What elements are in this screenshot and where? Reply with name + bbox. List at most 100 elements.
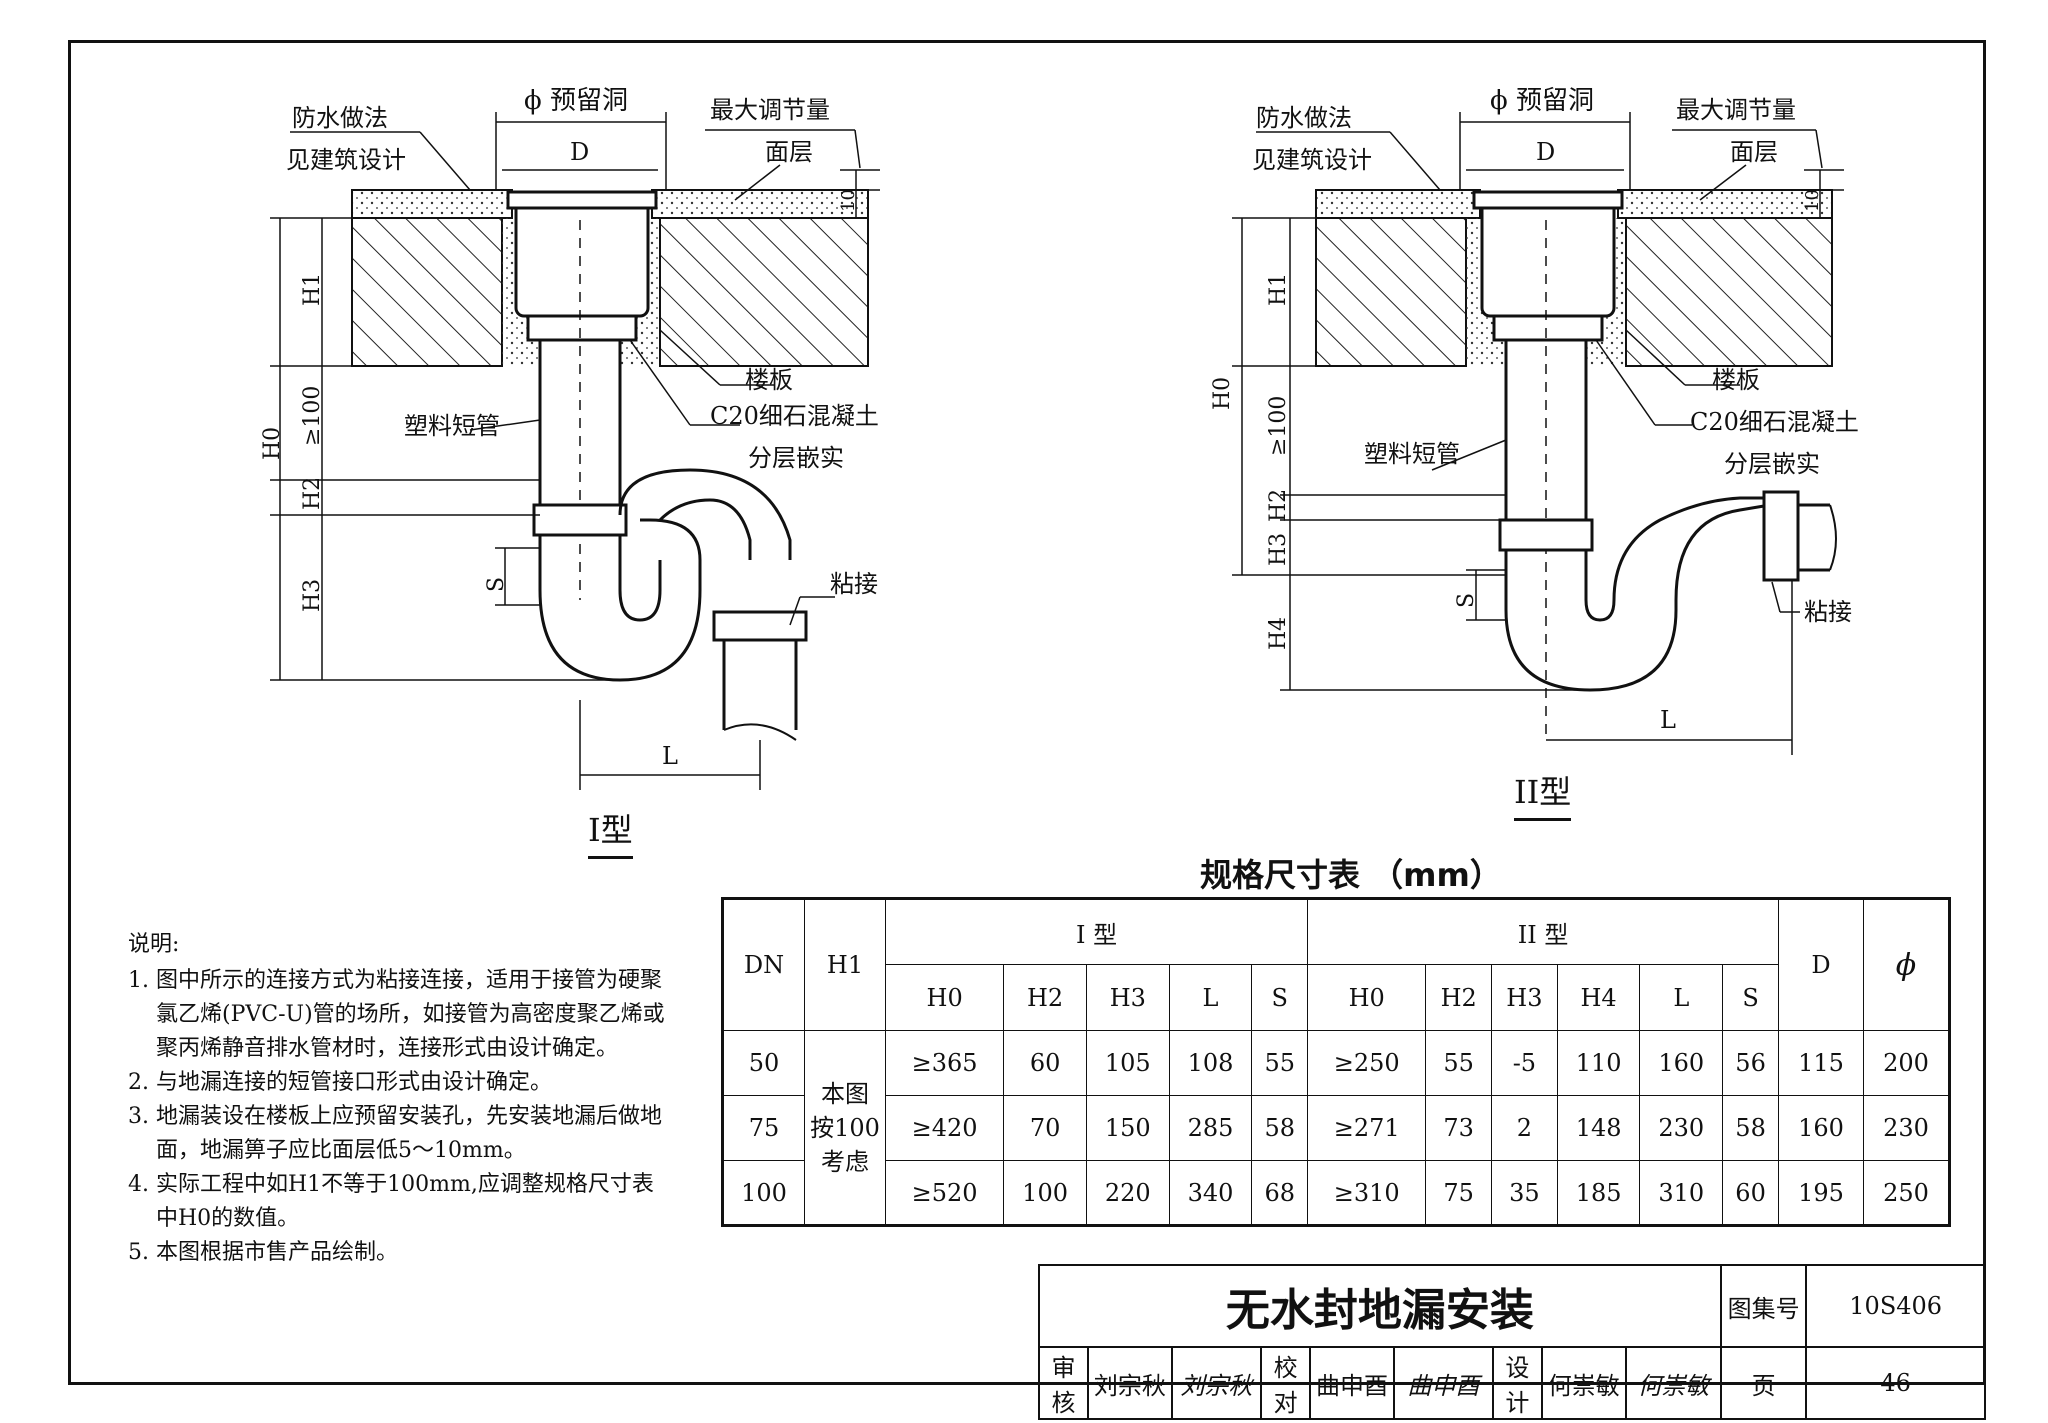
cell: 60	[1722, 1160, 1779, 1226]
type1-see-arch-label: 见建筑设计	[286, 146, 406, 174]
note-item: 2. 与地漏连接的短管接口形式由设计确定。	[128, 1070, 552, 1095]
cell: 73	[1425, 1095, 1493, 1161]
cell-h1-note: 本图 按100 考虑	[804, 1030, 886, 1226]
cell: 160	[1639, 1030, 1724, 1096]
note-item: 4. 实际工程中如H1不等于100mm,应调整规格尺寸表中H0的数值。	[128, 1172, 654, 1231]
cell-phi: 250	[1863, 1160, 1950, 1226]
t1-h0-header: H0	[884, 964, 1005, 1031]
type1-layered-label: 分层嵌实	[748, 444, 844, 472]
cell: 35	[1491, 1160, 1558, 1226]
type2-caption: II型	[1514, 776, 1572, 821]
type2-see-arch-label: 见建筑设计	[1252, 146, 1372, 174]
page-label: 页	[1719, 1346, 1808, 1420]
t1-l-header: L	[1168, 964, 1253, 1031]
note-item: 3. 地漏装设在楼板上应预留安装孔，先安装地漏后做地面，地漏箅子应比面层低5～1…	[128, 1104, 662, 1163]
type2-glue-label: 粘接	[1804, 598, 1852, 626]
cell: -5	[1491, 1030, 1558, 1096]
cell: 110	[1556, 1030, 1641, 1096]
type2-dim-h4: H4	[1266, 616, 1291, 650]
h1-note-line: 考虑	[821, 1147, 869, 1176]
type2-dim-h2: H2	[1266, 488, 1291, 522]
type1-header: I 型	[884, 898, 1309, 965]
h1-note-line: 按100	[810, 1113, 880, 1142]
cell: 100	[1003, 1160, 1087, 1226]
type2-dim-h3: H3	[1266, 532, 1291, 566]
type2-dim-l: L	[1660, 706, 1676, 734]
cell: 220	[1085, 1160, 1170, 1226]
cell: 70	[1003, 1095, 1087, 1161]
note-item: 5. 本图根据市售产品绘制。	[128, 1240, 398, 1265]
cell-d: 195	[1778, 1160, 1864, 1226]
type1-dim-l: L	[662, 742, 678, 770]
t1-h3-header: H3	[1085, 964, 1170, 1031]
cell: 185	[1556, 1160, 1641, 1226]
spec-table-title: 规格尺寸表 （mm）	[1200, 856, 1502, 894]
page-number: 46	[1805, 1346, 1986, 1420]
type2-dimensions	[1232, 112, 1844, 755]
type2-dim-10: 10	[1802, 189, 1823, 212]
t2-h2-header: H2	[1425, 964, 1493, 1031]
cell: 108	[1168, 1030, 1253, 1096]
title-block: 无水封地漏安装 图集号 10S406 审核 刘宗秋 刘宗秋 校对 曲申酉 曲申酉…	[1037, 1264, 1986, 1420]
cell: 285	[1168, 1095, 1253, 1161]
type1-plastic-pipe-label: 塑料短管	[404, 412, 500, 440]
review-label: 审核	[1037, 1346, 1090, 1420]
t2-h4-header: H4	[1556, 964, 1641, 1031]
spec-table: DN H1 I 型 II 型 D ϕ H0 H2 H3 L S H0 H2 H3…	[721, 897, 1951, 1227]
cell: 55	[1251, 1030, 1309, 1096]
type2-dim-d: D	[1536, 138, 1556, 166]
t2-h3-header: H3	[1491, 964, 1558, 1031]
type2-hole-label: ϕ 预留洞	[1490, 86, 1594, 116]
type1-dim-d: D	[570, 138, 590, 166]
col-d-header: D	[1778, 898, 1864, 1031]
col-phi-header: ϕ	[1863, 898, 1950, 1031]
cell: 230	[1639, 1095, 1724, 1161]
cell-dn: 75	[722, 1095, 805, 1161]
designer-signature: 何崇敏	[1624, 1346, 1722, 1420]
cell-d: 115	[1778, 1030, 1864, 1096]
cell: ≥520	[884, 1160, 1005, 1226]
type1-max-adjust-label: 最大调节量	[710, 96, 830, 124]
h1-note-line: 本图	[821, 1079, 869, 1108]
type1-caption: I型	[588, 814, 633, 859]
type1-dimensions	[270, 112, 880, 790]
cell: ≥310	[1307, 1160, 1427, 1226]
reviewer-signature: 刘宗秋	[1170, 1346, 1263, 1420]
cell: 75	[1425, 1160, 1493, 1226]
checker-signature: 曲申酉	[1392, 1346, 1494, 1420]
table-row: 50 本图 按100 考虑 ≥365 60 105 108 55 ≥250 55…	[722, 1030, 1950, 1226]
type2-concrete-label: C20细石混凝土	[1690, 408, 1859, 436]
t1-h2-header: H2	[1003, 964, 1087, 1031]
notes-heading: 说明:	[128, 932, 180, 957]
cell: 58	[1251, 1095, 1309, 1161]
designer-name: 何崇敏	[1540, 1346, 1627, 1420]
type2-slab-label: 楼板	[1712, 366, 1760, 394]
cell: ≥420	[884, 1095, 1005, 1161]
type2-waterproof-label: 防水做法	[1256, 104, 1352, 132]
check-label: 校对	[1260, 1346, 1312, 1420]
t2-h0-header: H0	[1307, 964, 1427, 1031]
cell: ≥271	[1307, 1095, 1427, 1161]
type2-dim-s: S	[1454, 592, 1479, 608]
type1-concrete-label: C20细石混凝土	[710, 402, 879, 430]
checker-name: 曲申酉	[1309, 1346, 1395, 1420]
type2-surface-label: 面层	[1730, 138, 1778, 166]
type1-slab-label: 楼板	[745, 366, 793, 394]
col-h1-header: H1	[804, 898, 886, 1031]
type2-dim-h1: H1	[1266, 272, 1291, 306]
atlas-number: 10S406	[1805, 1264, 1986, 1348]
type1-hole-label: ϕ 预留洞	[524, 86, 628, 116]
type2-layered-label: 分层嵌实	[1724, 450, 1820, 478]
table-row: 75 ≥420 70 150 285 58 ≥271 73 2 148 230 …	[722, 1095, 1950, 1161]
type2-dim-h0: H0	[1210, 376, 1235, 410]
cell-d: 160	[1778, 1095, 1864, 1161]
cell: ≥250	[1307, 1030, 1427, 1096]
atlas-label: 图集号	[1719, 1264, 1808, 1348]
type1-surface-label: 面层	[765, 138, 813, 166]
design-label: 设计	[1491, 1346, 1543, 1420]
cell: 340	[1168, 1160, 1253, 1226]
cell: 55	[1425, 1030, 1493, 1096]
drawing-frame	[68, 40, 1986, 1385]
t1-s-header: S	[1251, 964, 1309, 1031]
